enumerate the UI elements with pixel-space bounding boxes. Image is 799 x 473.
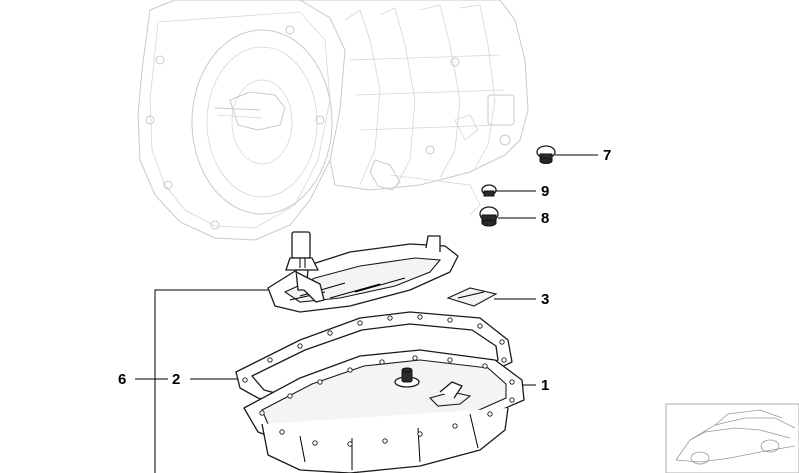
callout-7: 7 bbox=[603, 147, 611, 164]
oil-pan-illustration bbox=[243, 349, 525, 473]
vehicle-location-inset bbox=[665, 403, 799, 473]
plug-9-illustration bbox=[481, 184, 497, 197]
callout-labels: 7 9 8 3 1 2 6 bbox=[118, 147, 611, 394]
callout-2: 2 bbox=[172, 371, 180, 388]
callout-8: 8 bbox=[541, 210, 549, 227]
callout-1: 1 bbox=[541, 377, 549, 394]
plug-8-illustration bbox=[479, 206, 499, 227]
seal-plate-illustration bbox=[446, 287, 498, 307]
plug-7-illustration bbox=[536, 145, 556, 164]
callout-3: 3 bbox=[541, 291, 549, 308]
oil-filter-illustration bbox=[267, 231, 459, 313]
leader-lines bbox=[135, 154, 598, 473]
callout-6: 6 bbox=[118, 371, 126, 388]
callout-9: 9 bbox=[541, 183, 549, 200]
transmission-housing-illustration bbox=[137, 0, 529, 241]
